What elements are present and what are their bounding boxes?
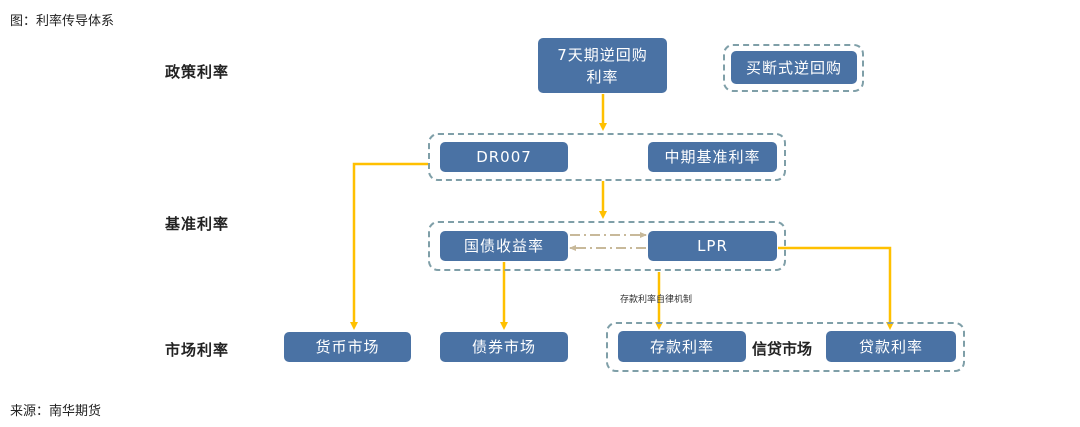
arrow-lpr-to-loan [778,246,894,330]
group-yield-lpr [428,221,786,271]
node-lpr: LPR [648,231,777,261]
node-deposit-rate: 存款利率 [618,331,746,362]
node-dr007: DR007 [440,142,568,172]
node-treasury-yield: 国债收益率 [440,231,568,261]
node-deposit-rate-label: 存款利率 [649,337,714,356]
node-bond-market-label: 债券市场 [471,338,536,356]
node-7day-reverse-repo-rate: 7天期逆回购 利率 [538,38,667,93]
node-money-market: 货币市场 [284,332,411,362]
node-outright-reverse-repo-label: 买断式逆回购 [745,58,842,77]
group-credit-market [606,322,965,372]
deposit-mechanism-note: 存款利率自律机制 [620,295,693,305]
node-lpr-label: LPR [697,237,728,255]
group-outright-reverse-repo [723,44,864,92]
node-7day-reverse-repo-rate-label: 7天期逆回购 利率 [557,45,648,86]
node-dr007-label: DR007 [476,148,532,166]
arrow-dr007-to-money-market [350,162,428,330]
node-loan-rate: 贷款利率 [826,331,956,362]
node-outright-reverse-repo: 买断式逆回购 [731,51,857,84]
group-dr007-mlf [428,133,786,181]
node-loan-rate-label: 贷款利率 [858,337,923,356]
level-label-policy: 政策利率 [165,63,230,81]
node-mlf: 中期基准利率 [648,142,777,172]
node-mlf-label: 中期基准利率 [664,148,761,166]
figure-title: 图：利率传导体系 [10,14,115,29]
level-label-benchmark: 基准利率 [165,215,230,233]
node-treasury-yield-label: 国债收益率 [463,237,544,255]
node-money-market-label: 货币市场 [315,338,380,356]
node-bond-market: 债券市场 [440,332,568,362]
credit-market-label: 信贷市场 [752,340,813,358]
source-note: 来源：南华期货 [10,404,102,419]
level-label-market: 市场利率 [165,341,230,359]
